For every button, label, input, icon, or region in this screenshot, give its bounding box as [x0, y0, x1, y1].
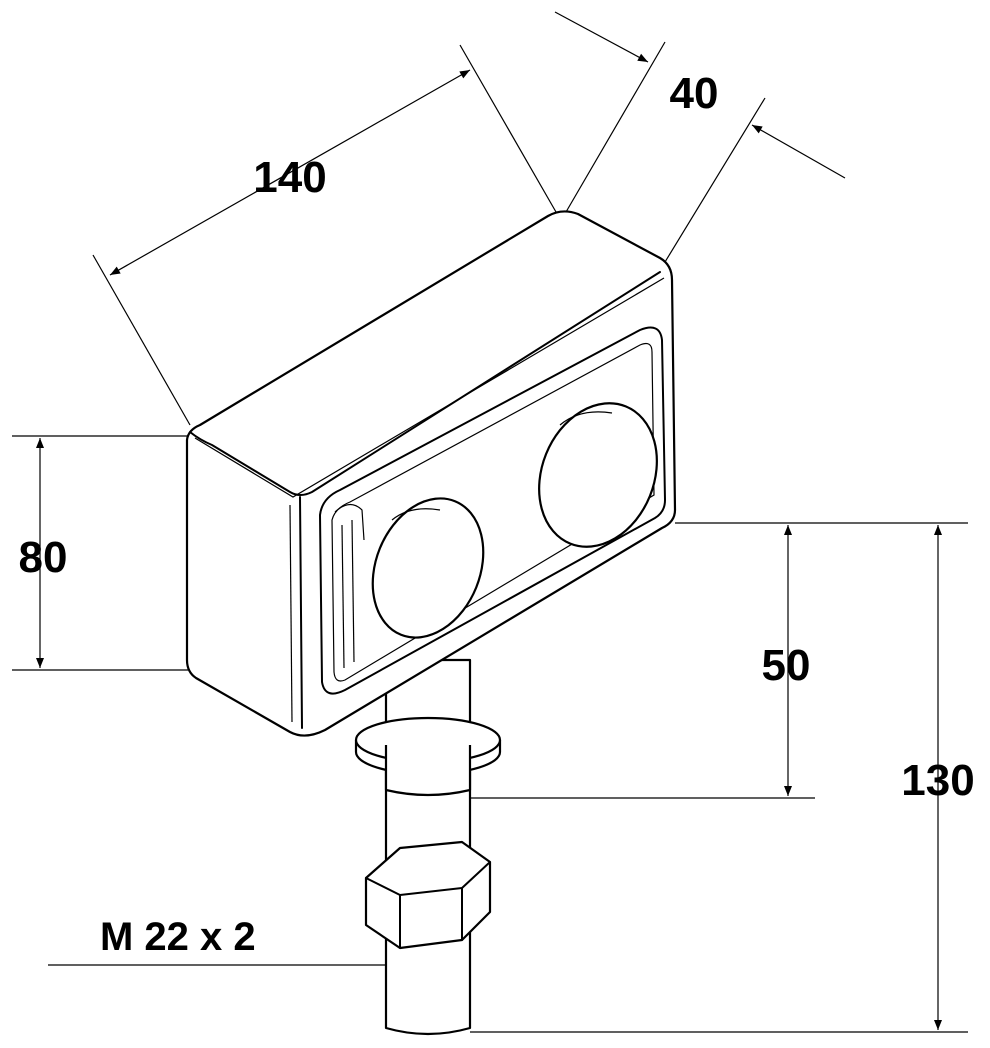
dimension-depth: 40 [554, 11, 846, 263]
dimension-height: 80 [12, 435, 188, 671]
dimension-stem: 50 [470, 522, 968, 799]
dimension-length-label: 140 [253, 153, 326, 202]
dimension-length: 140 [92, 44, 557, 426]
washer [354, 716, 502, 797]
lamp-opening-right [538, 402, 658, 548]
dimension-height-label: 80 [19, 533, 68, 582]
thread-spec: M 22 x 2 [48, 915, 386, 966]
thread-label: M 22 x 2 [100, 915, 256, 959]
dimension-total-label: 130 [901, 756, 974, 805]
dimension-total: 130 [470, 525, 975, 1033]
lamp-opening-left [371, 497, 485, 639]
dimension-stem-label: 50 [762, 641, 811, 690]
hex-nut [364, 840, 492, 950]
lamp-housing [185, 210, 677, 737]
dimension-depth-label: 40 [670, 69, 719, 118]
